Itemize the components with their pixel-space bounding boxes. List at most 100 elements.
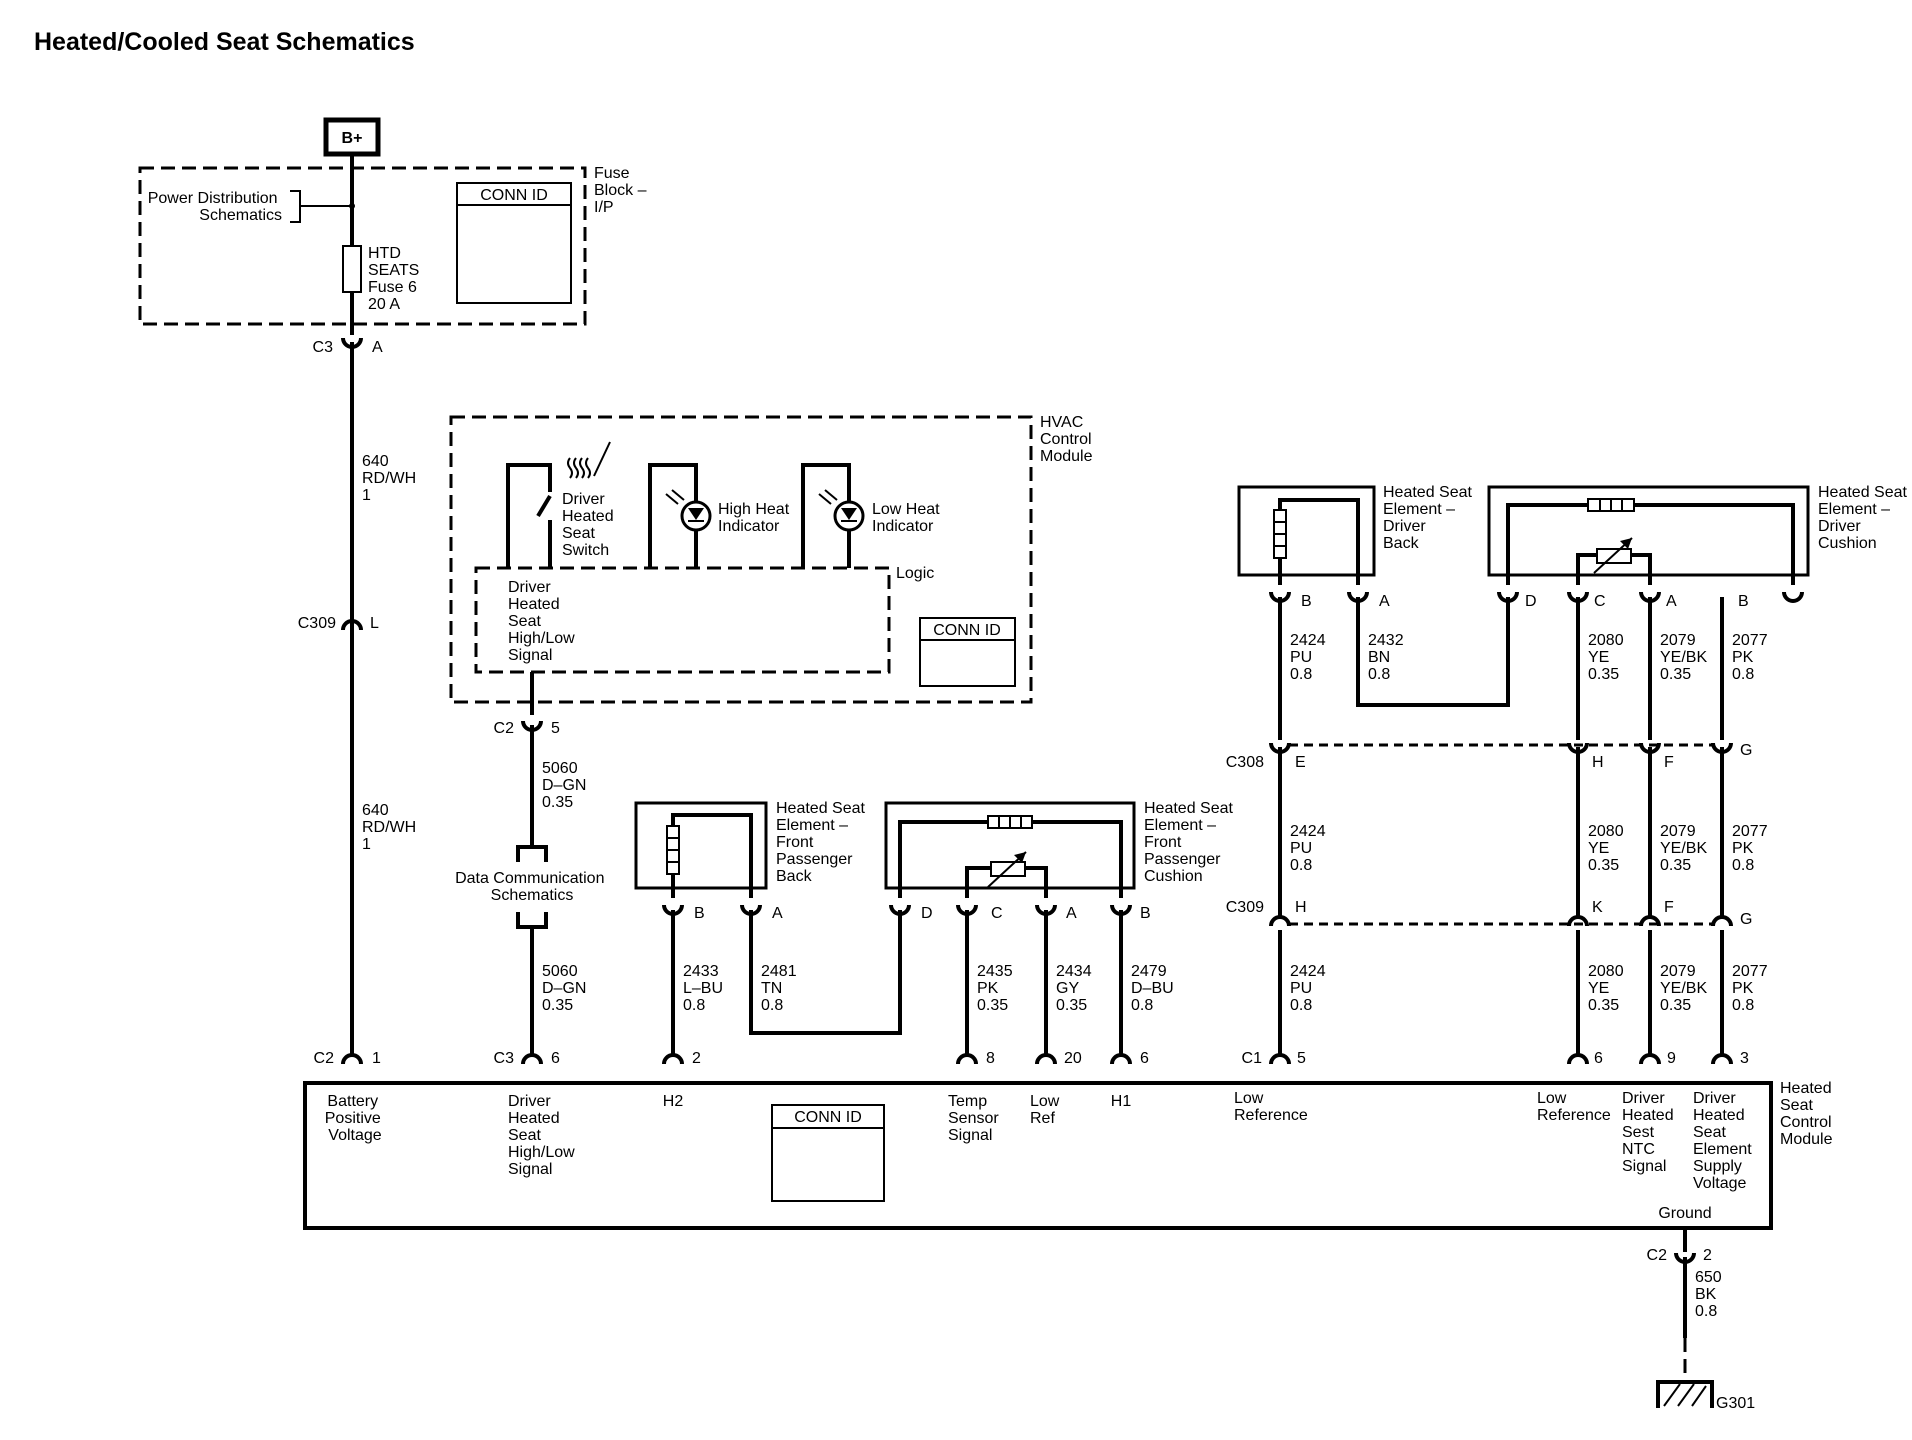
svg-text:C1: C1 bbox=[1242, 1050, 1263, 1067]
svg-text:6: 6 bbox=[1594, 1050, 1603, 1067]
fp-cushion-label: Heated Seat Element – Front Passenger Cu… bbox=[1144, 800, 1237, 885]
svg-text:D: D bbox=[921, 905, 933, 922]
wire-2432-label: 2432 BN 0.8 bbox=[1368, 632, 1408, 683]
fuse-symbol bbox=[342, 245, 362, 293]
svg-text:A: A bbox=[772, 905, 783, 922]
svg-text:A: A bbox=[372, 339, 383, 356]
page-title: Heated/Cooled Seat Schematics bbox=[34, 28, 415, 56]
wire-2079-label-bottom: 2079 YE/BK 0.35 bbox=[1660, 963, 1712, 1014]
svg-text:C308: C308 bbox=[1226, 754, 1264, 771]
temp-sensor-label: Temp Sensor Signal bbox=[948, 1093, 1003, 1144]
front-passenger-cushion-element: Heated Seat Element – Front Passenger Cu… bbox=[884, 800, 1237, 922]
supply-voltage-label: Driver Heated Seat Element Supply Voltag… bbox=[1693, 1090, 1756, 1192]
fuse-block-label: Fuse Block – I/P bbox=[594, 165, 651, 216]
db-cushion-label: Heated Seat Element – Driver Cushion bbox=[1818, 484, 1911, 552]
driver-wiring-mid: 2424 PU 0.8 2080 YE 0.35 2079 YE/BK 0.35… bbox=[1278, 747, 1772, 918]
front-passenger-back-element: Heated Seat Element – Front Passenger Ba… bbox=[634, 800, 869, 922]
conn-id-module bbox=[771, 1104, 885, 1202]
wire-2424-label-bottom: 2424 PU 0.8 bbox=[1290, 963, 1330, 1014]
driver-heated-seat-switch: Driver Heated Seat Switch bbox=[506, 441, 618, 568]
thermistor-icon bbox=[1596, 548, 1632, 564]
ground-label: Ground bbox=[1658, 1205, 1711, 1222]
logic-box bbox=[474, 566, 891, 674]
svg-text:CONN ID: CONN ID bbox=[794, 1109, 862, 1126]
switch-label: Driver Heated Seat Switch bbox=[562, 491, 618, 559]
svg-text:20: 20 bbox=[1064, 1050, 1082, 1067]
svg-text:A: A bbox=[1666, 593, 1677, 610]
hvac-signal-label: Driver Heated Seat High/Low Signal bbox=[508, 579, 579, 664]
wire-2077-label-bottom: 2077 PK 0.8 bbox=[1732, 963, 1772, 1014]
wire-2077-label-mid: 2077 PK 0.8 bbox=[1732, 823, 1772, 874]
svg-text:5: 5 bbox=[1297, 1050, 1306, 1067]
h1-label: H1 bbox=[1111, 1093, 1132, 1110]
battery-positive-label: Battery Positive Voltage bbox=[325, 1093, 385, 1144]
svg-text:2: 2 bbox=[1703, 1247, 1712, 1264]
wire-5060-label-bottom: 5060 D–GN 0.35 bbox=[542, 963, 591, 1014]
low-heat-indicator: Low Heat Indicator bbox=[801, 463, 940, 568]
hvac-control-module: HVAC Control Module Driver Heated Seat S… bbox=[449, 414, 1093, 737]
front-passenger-wiring: 2433 L–BU 0.8 2481 TN 0.8 2435 PK 0.35 2… bbox=[671, 910, 1174, 1057]
wire-2079-label-mid: 2079 YE/BK 0.35 bbox=[1660, 823, 1712, 874]
power-feed: B+ Fuse Block – I/P Power Distribution S… bbox=[138, 117, 651, 356]
wire-2424-label-top: 2424 PU 0.8 bbox=[1290, 632, 1330, 683]
svg-text:6: 6 bbox=[1140, 1050, 1149, 1067]
wire-2435-label: 2435 PK 0.35 bbox=[977, 963, 1017, 1014]
wire-2080-label-mid: 2080 YE 0.35 bbox=[1588, 823, 1628, 874]
svg-text:F: F bbox=[1664, 754, 1674, 771]
svg-text:C3: C3 bbox=[494, 1050, 515, 1067]
svg-text:CONN ID: CONN ID bbox=[933, 622, 1001, 639]
svg-text:9: 9 bbox=[1667, 1050, 1676, 1067]
fuse-label: HTD SEATS Fuse 6 20 A bbox=[368, 245, 424, 313]
fp-back-label: Heated Seat Element – Front Passenger Ba… bbox=[776, 800, 869, 885]
svg-text:H: H bbox=[1592, 754, 1604, 771]
svg-text:A: A bbox=[1379, 593, 1390, 610]
wire-2481-label: 2481 TN 0.8 bbox=[761, 963, 801, 1014]
control-module-label: Heated Seat Control Module bbox=[1780, 1080, 1836, 1148]
svg-text:A: A bbox=[1066, 905, 1077, 922]
heated-seat-icon bbox=[567, 441, 611, 479]
wire-650-label: 650 BK 0.8 bbox=[1695, 1269, 1726, 1320]
wire-640-label-top: 640 RD/WH 1 bbox=[362, 453, 421, 504]
svg-text:C: C bbox=[1594, 593, 1606, 610]
data-comm-label: Data Communication Schematics bbox=[455, 870, 609, 904]
wire-2434-label: 2434 GY 0.35 bbox=[1056, 963, 1096, 1014]
high-heat-label: High Heat Indicator bbox=[718, 501, 794, 535]
conn-id-fuse-block bbox=[456, 182, 572, 304]
svg-text:D: D bbox=[1525, 593, 1537, 610]
logic-label: Logic bbox=[896, 565, 934, 582]
svg-text:C3: C3 bbox=[313, 339, 334, 356]
db-back-label: Heated Seat Element – Driver Back bbox=[1383, 484, 1476, 552]
svg-text:6: 6 bbox=[551, 1050, 560, 1067]
conn-id-hvac bbox=[919, 617, 1016, 687]
data-comm-bracket-bottom bbox=[516, 912, 548, 929]
wire-2080-label-top: 2080 YE 0.35 bbox=[1588, 632, 1628, 683]
pin-b-right bbox=[1782, 591, 1804, 603]
svg-text:G: G bbox=[1740, 742, 1752, 759]
wire-2079-label-top: 2079 YE/BK 0.35 bbox=[1660, 632, 1712, 683]
svg-text:3: 3 bbox=[1740, 1050, 1749, 1067]
low-ref-label: Low Ref bbox=[1030, 1093, 1064, 1127]
wire-2077-label-top: 2077 PK 0.8 bbox=[1732, 632, 1772, 683]
svg-text:C2: C2 bbox=[494, 720, 515, 737]
driver-wiring-bottom: 2424 PU 0.8 2080 YE 0.35 2079 YE/BK 0.35… bbox=[1278, 930, 1772, 1057]
data-comm-bracket-top bbox=[516, 845, 548, 862]
svg-text:B: B bbox=[1301, 593, 1312, 610]
ground-icon bbox=[1656, 1380, 1714, 1408]
fp-back-box bbox=[634, 801, 768, 890]
fuse-block bbox=[138, 166, 587, 326]
high-heat-indicator: High Heat Indicator bbox=[648, 463, 794, 568]
wire-2424-label-mid: 2424 PU 0.8 bbox=[1290, 823, 1330, 874]
wire-2433-label: 2433 L–BU 0.8 bbox=[683, 963, 727, 1014]
svg-text:C309: C309 bbox=[298, 615, 336, 632]
connector-c309-right: C309 H K F G bbox=[1226, 899, 1753, 928]
svg-text:C2: C2 bbox=[314, 1050, 335, 1067]
svg-text:1: 1 bbox=[372, 1050, 381, 1067]
svg-text:CONN ID: CONN ID bbox=[480, 187, 548, 204]
svg-text:G: G bbox=[1740, 911, 1752, 928]
svg-text:C2: C2 bbox=[1647, 1247, 1668, 1264]
svg-text:B: B bbox=[694, 905, 705, 922]
svg-text:C309: C309 bbox=[1226, 899, 1264, 916]
svg-text:B: B bbox=[1140, 905, 1151, 922]
svg-text:E: E bbox=[1295, 754, 1306, 771]
